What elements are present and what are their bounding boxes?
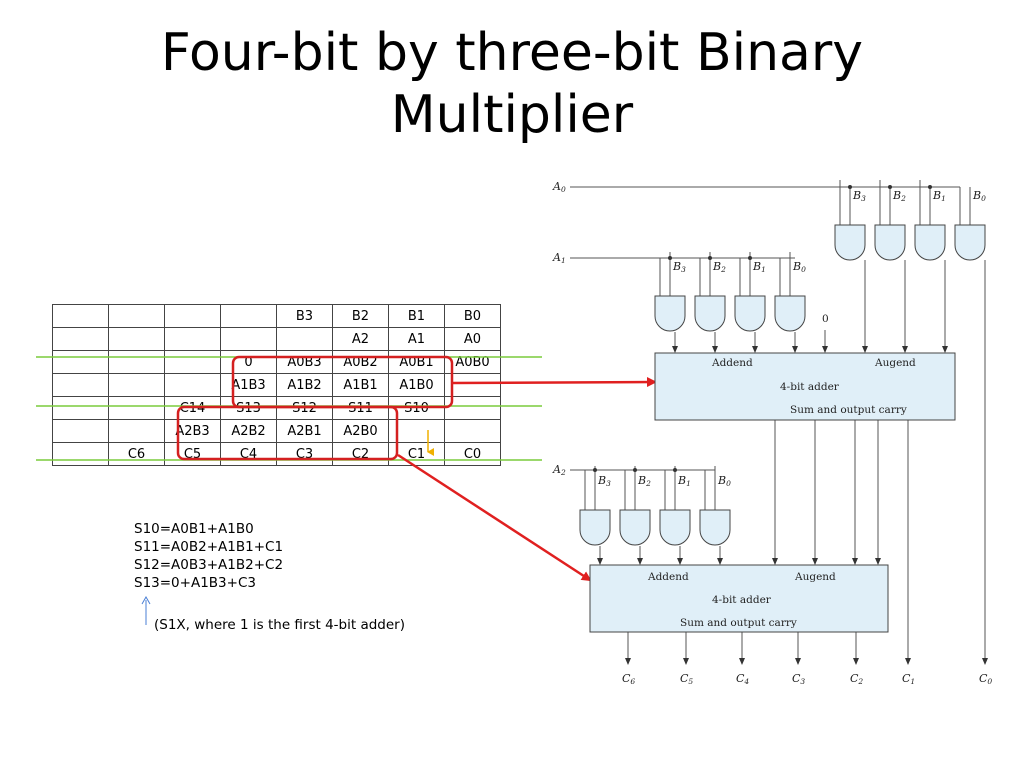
arrow-to-second-adder: [397, 453, 592, 582]
adder2-sum-label: Sum and output carry: [680, 617, 797, 629]
output-label: C0: [979, 672, 992, 686]
table-cell: B1: [388, 304, 445, 328]
table-cell: B0: [444, 304, 501, 328]
table-cell: [444, 373, 501, 397]
b-label-row3: B1: [677, 474, 691, 488]
b-label-row2: B3: [672, 260, 686, 274]
input-a0-label: A0: [552, 180, 566, 194]
input-a1-label: A1: [552, 251, 566, 265]
equation-s12: S12=A0B3+A1B2+C2: [134, 557, 284, 573]
and-gates-row-2: [654, 295, 806, 332]
title-line-1: Four-bit by three-bit Binary: [160, 23, 864, 83]
adder1-addend-label: Addend: [711, 357, 753, 369]
adder1-name: 4-bit adder: [780, 381, 840, 393]
b-label-row1: B2: [892, 189, 906, 203]
b-label-row3: B3: [597, 474, 611, 488]
table-cell: A2B3: [164, 419, 221, 443]
table-cell: A1B0: [388, 373, 445, 397]
output-label: C1: [902, 672, 915, 686]
b-label-row3: B0: [717, 474, 731, 488]
table-cell: C4: [220, 442, 277, 466]
b-label-row1: B3: [852, 189, 866, 203]
b-label-row2: B0: [792, 260, 806, 274]
adder2-name: 4-bit adder: [712, 594, 772, 606]
b-label-row2: B1: [752, 260, 766, 274]
adder2-augend-label: Augend: [794, 571, 836, 583]
input-a2-label: A2: [552, 463, 566, 477]
and-gates-row-1: [834, 224, 986, 261]
table-cell: A1: [388, 327, 445, 351]
output-labels: C6 C5 C4 C3 C2 C1 C0: [622, 672, 992, 686]
table-cell: [52, 304, 109, 328]
circuit-wires: [570, 180, 986, 658]
b-label-row1: B1: [932, 189, 946, 203]
b-label-row1: B0: [972, 189, 986, 203]
output-label: C3: [792, 672, 805, 686]
table-cell: [444, 419, 501, 443]
adder2-addend-label: Addend: [647, 571, 689, 583]
index-note: (S1X, where 1 is the first 4-bit adder): [154, 617, 405, 633]
equation-s10: S10=A0B1+A1B0: [134, 521, 254, 537]
second-4bit-adder: [589, 564, 889, 633]
table-cell: [52, 442, 109, 466]
zero-input-label: 0: [822, 313, 829, 325]
equation-s11: S11=A0B2+A1B1+C1: [134, 539, 284, 555]
output-label: C2: [850, 672, 863, 686]
title-line-2: Multiplier: [390, 85, 634, 145]
slide-title: Four-bit by three-bit Binary Multiplier: [0, 22, 1024, 146]
table-cell: [220, 304, 277, 328]
highlight-box-second-stage: [176, 405, 399, 461]
b-label-row3: B2: [637, 474, 651, 488]
first-4bit-adder: [654, 352, 956, 421]
table-cell: B3: [276, 304, 333, 328]
adder1-sum-label: Sum and output carry: [790, 404, 907, 416]
table-cell: A2: [332, 327, 389, 351]
equation-s13: S13=0+A1B3+C3: [134, 575, 256, 591]
adder-input-arrows: [597, 346, 988, 665]
note-pointer-head: [141, 595, 151, 605]
and-gates-row-3: [579, 509, 731, 546]
circuit-junctions: [593, 185, 932, 472]
adder1-augend-label: Augend: [874, 357, 916, 369]
sum-equations: S10=A0B1+A1B0 S11=A0B2+A1B1+C1 S12=A0B3+…: [134, 520, 283, 592]
output-label: C6: [622, 672, 635, 686]
table-cell: C6: [108, 442, 165, 466]
output-label: C4: [736, 672, 749, 686]
output-label: C5: [680, 672, 693, 686]
table-cell: [164, 327, 221, 351]
table-cell: C0: [444, 442, 501, 466]
b-label-row2: B2: [712, 260, 726, 274]
arrow-to-first-adder: [451, 377, 657, 388]
